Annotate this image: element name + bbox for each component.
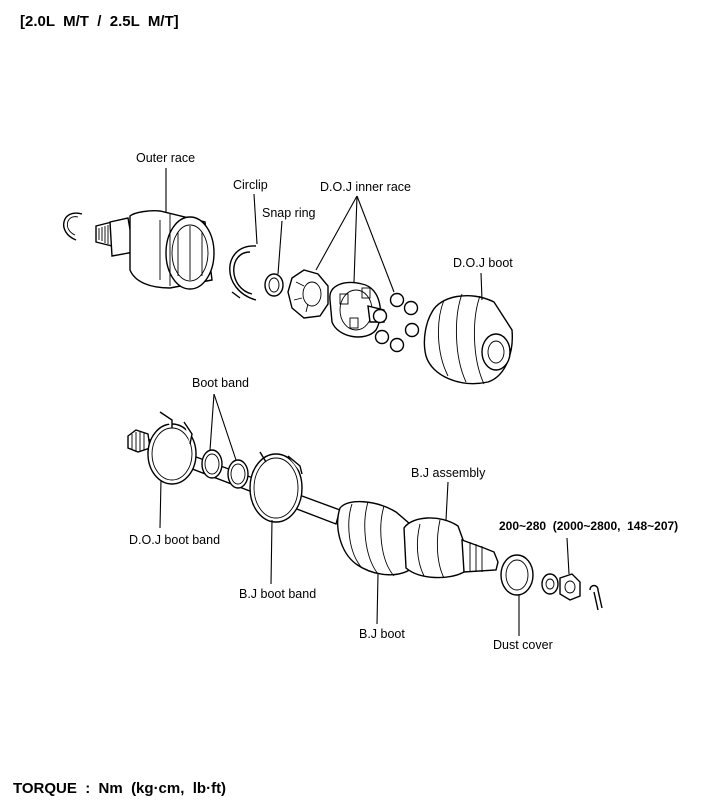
bj-boot-part <box>337 500 415 625</box>
doj-boot-part <box>423 272 513 385</box>
hub-nut-part <box>541 537 581 601</box>
bj-assembly-part <box>403 481 499 579</box>
label-snap-ring: Snap ring <box>262 206 316 220</box>
label-bj-boot-band: B.J boot band <box>239 587 317 601</box>
end-circlip-part <box>62 212 83 241</box>
dust-cover-part <box>500 554 534 636</box>
page-title: [2.0L M/T / 2.5L M/T] <box>20 13 179 30</box>
label-dust-cover: Dust cover <box>493 638 553 652</box>
bj-boot-band-part <box>249 451 303 585</box>
label-outer-race: Outer race <box>136 151 196 165</box>
label-boot-band: Boot band <box>192 376 249 390</box>
boot-band-pair <box>201 393 249 489</box>
label-doj-boot: D.O.J boot <box>453 256 513 270</box>
snap-ring-part <box>264 220 284 297</box>
doj-inner-race-part <box>287 269 329 319</box>
label-bj-boot: B.J boot <box>359 627 405 641</box>
torque-spec-label: 200~280 (2000~2800, 148~207) <box>499 519 679 533</box>
label-circlip: Circlip <box>233 178 268 192</box>
doj-cage-part <box>329 281 385 338</box>
split-pin-part <box>589 584 603 611</box>
doj-ball-set <box>372 292 420 353</box>
label-doj-inner-race: D.O.J inner race <box>320 180 412 194</box>
label-doj-boot-band: D.O.J boot band <box>129 533 221 547</box>
label-bj-assembly: B.J assembly <box>411 466 486 480</box>
circlip-part <box>229 193 258 301</box>
outer-race-part <box>95 168 215 290</box>
doj-boot-band-part <box>147 411 197 529</box>
torque-units-footer: TORQUE : Nm (kg·cm, lb·ft) <box>13 780 227 797</box>
